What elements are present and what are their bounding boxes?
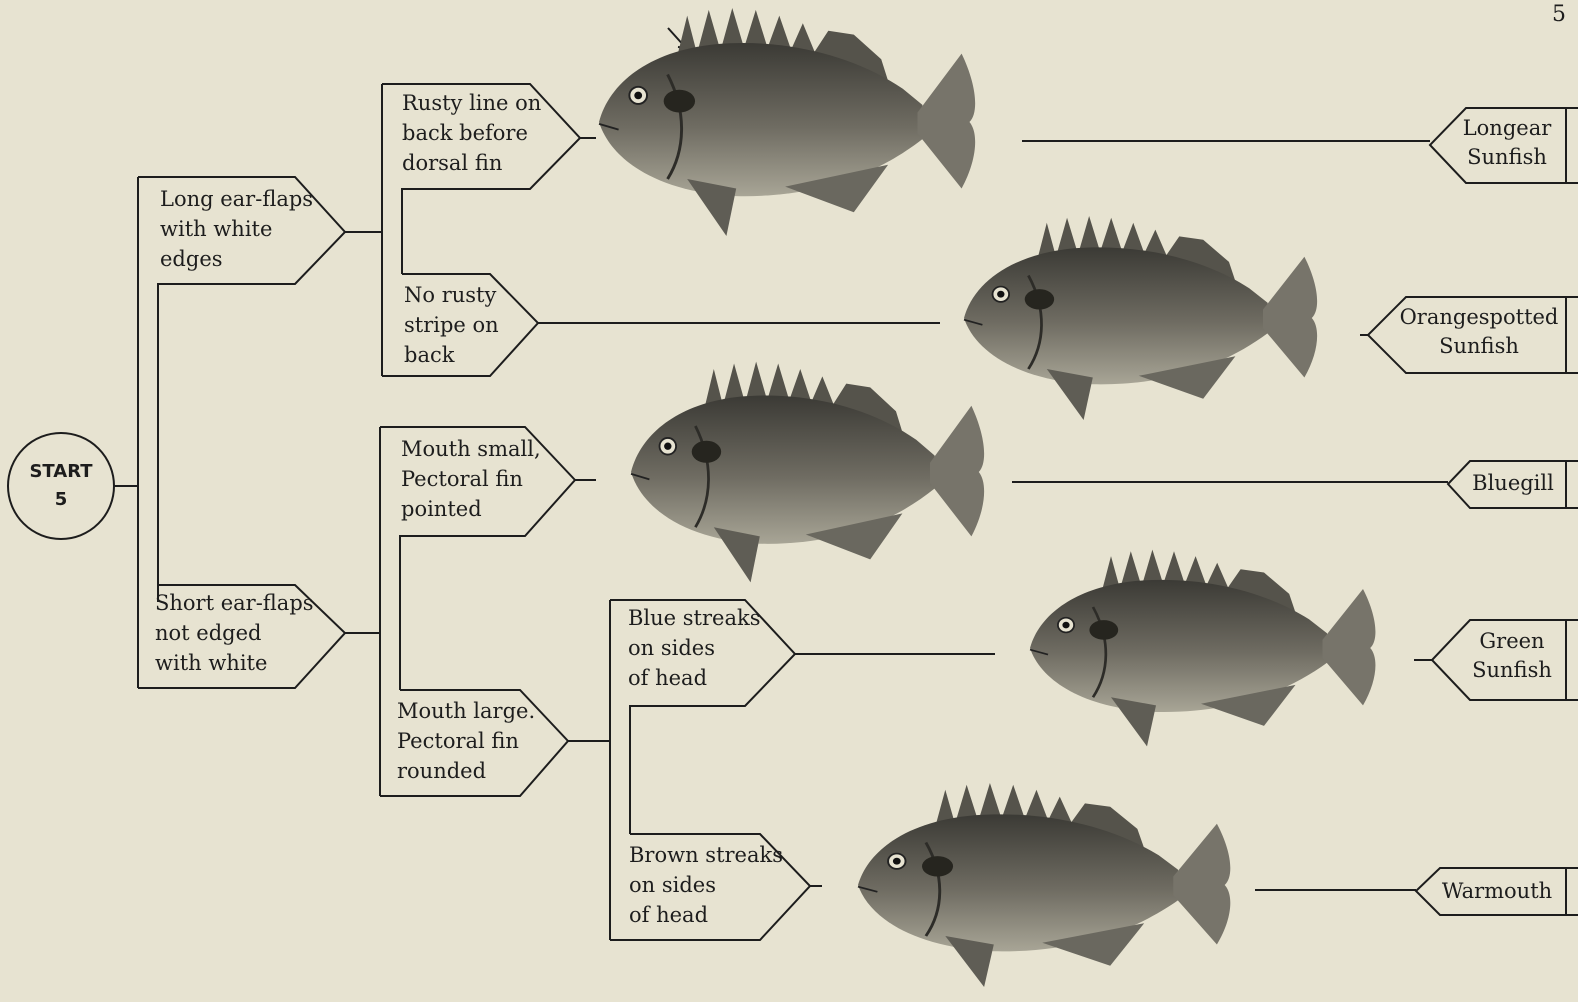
result-line: Sunfish [1460,656,1564,685]
node-line: dorsal fin [402,148,541,178]
node-line: rounded [397,756,535,786]
bluegill-illustration [631,362,984,583]
node-line: No rusty [404,280,499,310]
node-line: Pectoral fin [397,726,535,756]
node-rusty-line[interactable]: Rusty line on back before dorsal fin [402,88,541,178]
node-line: Pectoral fin [401,464,541,494]
result-line: Green [1460,627,1564,656]
node-line: not edged [155,618,314,648]
result-line: Longear [1452,114,1562,143]
node-no-rusty-stripe[interactable]: No rusty stripe on back [404,280,499,370]
node-line: Blue streaks [628,603,760,633]
node-brown-streaks[interactable]: Brown streaks on sides of head [629,840,783,930]
result-orangespotted-sunfish[interactable]: Orangespotted Sunfish [1394,303,1564,361]
node-mouth-large[interactable]: Mouth large. Pectoral fin rounded [397,696,535,786]
start-label: START [10,432,112,486]
node-line: edges [160,244,313,274]
node-line: back [404,340,499,370]
node-line: Brown streaks [629,840,783,870]
node-mouth-small[interactable]: Mouth small, Pectoral fin pointed [401,434,541,524]
node-short-ear-flaps[interactable]: Short ear-flaps not edged with white [155,588,314,678]
node-line: of head [629,900,783,930]
node-line: pointed [401,494,541,524]
node-line: on sides [628,633,760,663]
node-line: on sides [629,870,783,900]
node-line: of head [628,663,760,693]
node-blue-streaks[interactable]: Blue streaks on sides of head [628,603,760,693]
result-warmouth[interactable]: Warmouth [1430,877,1564,906]
node-line: Mouth small, [401,434,541,464]
node-line: Rusty line on [402,88,541,118]
result-line: Orangespotted [1394,303,1564,332]
longear-sunfish-illustration [599,8,975,236]
result-line: Sunfish [1452,143,1562,172]
result-bluegill[interactable]: Bluegill [1462,469,1564,498]
node-line: stripe on [404,310,499,340]
result-longear-sunfish[interactable]: Longear Sunfish [1452,114,1562,172]
node-long-ear-flaps[interactable]: Long ear-flaps with white edges [160,184,313,274]
orangespotted-sunfish-illustration [964,216,1317,420]
result-line: Warmouth [1430,877,1564,906]
node-line: with white [155,648,314,678]
result-green-sunfish[interactable]: Green Sunfish [1460,627,1564,685]
node-line: Short ear-flaps [155,588,314,618]
node-line: back before [402,118,541,148]
result-line: Sunfish [1394,332,1564,361]
node-line: Mouth large. [397,696,535,726]
warmouth-illustration [858,783,1230,987]
node-line: Long ear-flaps [160,184,313,214]
start-number: 5 [10,486,112,514]
green-sunfish-illustration [1030,550,1375,747]
result-line: Bluegill [1462,469,1564,498]
page-number: 5 [1552,2,1566,27]
node-line: with white [160,214,313,244]
start-node[interactable]: START 5 [10,432,112,536]
